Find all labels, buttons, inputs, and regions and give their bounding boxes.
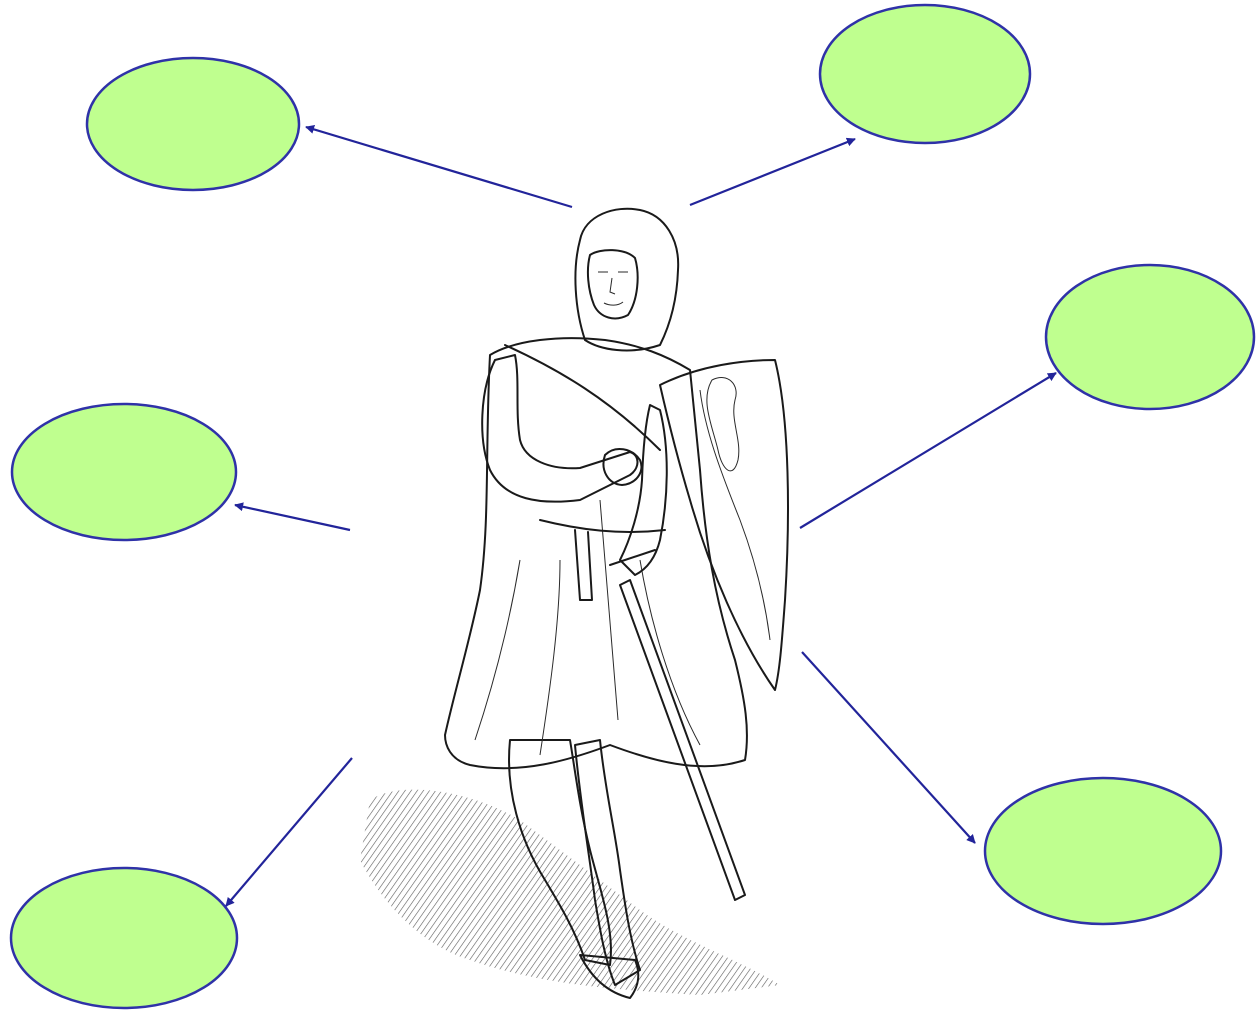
- bubble-top-left[interactable]: [87, 58, 299, 190]
- bubble-bottom-left[interactable]: [11, 868, 237, 1008]
- bubble-bottom-left-shape: [11, 868, 237, 1008]
- knight-coif: [575, 209, 678, 351]
- bubble-middle-left-shape: [12, 404, 236, 540]
- arrow-top-left: [306, 127, 572, 207]
- bubble-middle-right-shape: [1046, 265, 1254, 409]
- arrow-top-right: [690, 139, 855, 205]
- arrow-bottom-right: [802, 652, 975, 843]
- knight-face: [588, 250, 638, 318]
- arrows: [226, 127, 1056, 906]
- arrow-middle-left: [235, 505, 350, 530]
- knight-illustration: [360, 209, 788, 998]
- bubble-top-right[interactable]: [820, 5, 1030, 143]
- knight-right-arm: [620, 405, 667, 575]
- knight-strap: [505, 345, 660, 450]
- bubble-bottom-right-shape: [985, 778, 1221, 924]
- arrow-middle-right: [800, 373, 1056, 528]
- bubble-top-left-shape: [87, 58, 299, 190]
- bubble-middle-left[interactable]: [12, 404, 236, 540]
- knight-shield: [660, 360, 788, 690]
- arrow-bottom-left: [226, 758, 352, 906]
- shield-emblem: [707, 378, 739, 471]
- bubble-top-right-shape: [820, 5, 1030, 143]
- bubble-middle-right[interactable]: [1046, 265, 1254, 409]
- knight-left-arm: [482, 355, 637, 502]
- bubble-bottom-right[interactable]: [985, 778, 1221, 924]
